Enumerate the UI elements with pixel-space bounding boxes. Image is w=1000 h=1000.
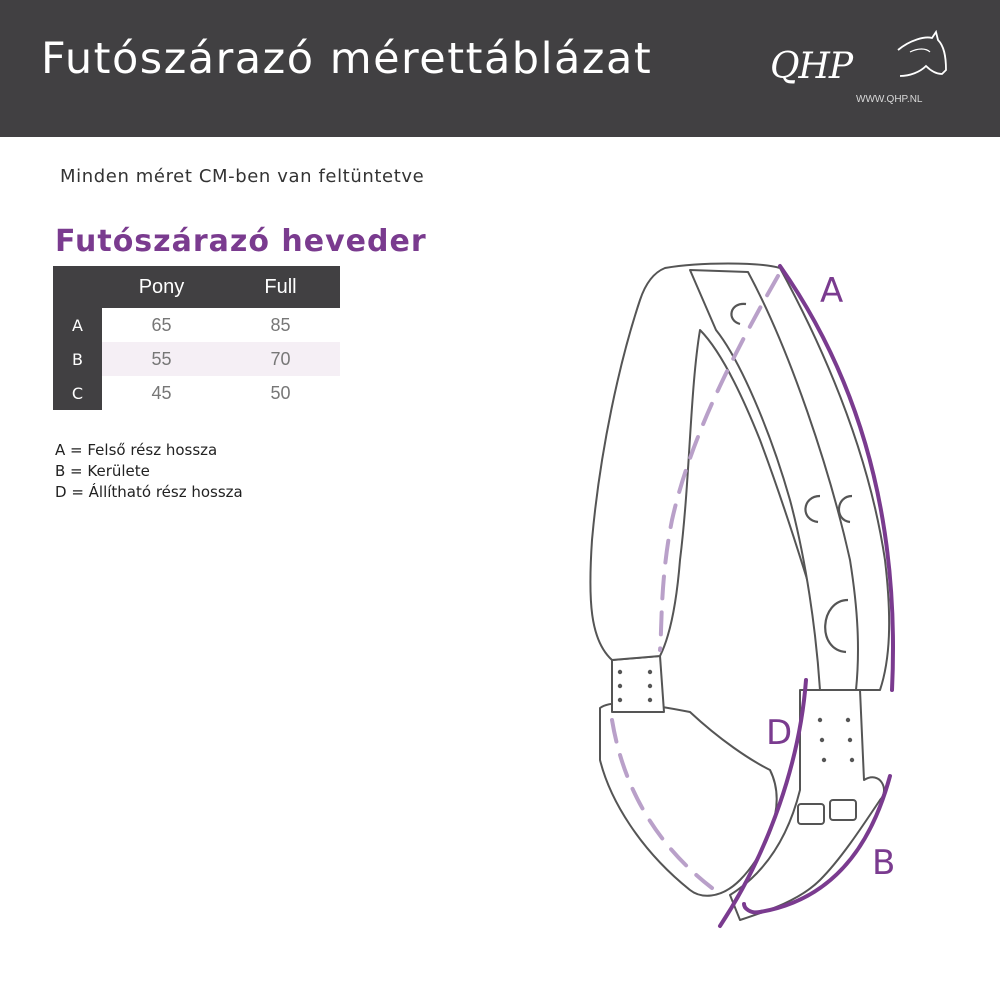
- table-cell: 85: [270, 314, 291, 335]
- label-a: A: [820, 271, 843, 311]
- size-table: Pony Full A 65 85 B 55 70 C 45 50: [53, 266, 340, 410]
- page-title: Futószárazó mérettáblázat: [41, 34, 653, 84]
- table-header-row: Pony Full: [53, 266, 340, 308]
- units-note: Minden méret CM-ben van feltüntetve: [60, 166, 425, 187]
- column-header: Pony: [102, 266, 221, 308]
- table-cell: 55: [102, 342, 221, 376]
- table-cell: 50: [270, 382, 291, 403]
- row-label: C: [53, 376, 102, 410]
- table-row: C 45 50: [53, 376, 340, 410]
- label-d: D: [766, 713, 792, 753]
- d-ring: [837, 494, 853, 524]
- row-label: A: [53, 308, 102, 342]
- label-b: B: [872, 843, 895, 883]
- legend-item: A = Felső rész hossza: [55, 441, 218, 459]
- legend-item: D = Állítható rész hossza: [55, 483, 243, 501]
- qhp-logo: QHP WWW.QHP.NL: [760, 30, 960, 110]
- column-header: Full: [221, 266, 340, 308]
- measure-b-line: [742, 774, 892, 915]
- d-ring: [824, 598, 849, 654]
- d-ring: [730, 302, 747, 326]
- table-cell: 70: [221, 342, 340, 376]
- horse-head-icon: [897, 30, 947, 77]
- logo-url: WWW.QHP.NL: [856, 94, 923, 105]
- section-title: Futószárazó heveder: [55, 224, 427, 259]
- table-cell: 45: [151, 382, 172, 403]
- measure-c-dashed: [610, 274, 780, 890]
- header-bar: Futószárazó mérettáblázat QHP WWW.QHP.NL: [0, 0, 1000, 137]
- measure-a-line: [778, 264, 895, 692]
- lower-fleece-pad: [599, 702, 778, 897]
- table-row: A 65 85: [53, 308, 340, 342]
- buckle: [797, 803, 825, 825]
- buckle: [829, 799, 857, 821]
- legend-item: B = Kerülete: [55, 462, 150, 480]
- legend: A = Felső rész hossza B = Kerülete D = Á…: [55, 440, 243, 503]
- logo-text: QHP: [770, 46, 853, 87]
- girth-diagram: A D B: [589, 262, 895, 928]
- d-ring: [804, 494, 821, 524]
- table-row: B 55 70: [53, 342, 340, 376]
- table-cell: 65: [151, 314, 172, 335]
- row-label: B: [53, 342, 102, 376]
- table-corner-cell: [53, 266, 102, 308]
- measure-d-line: [718, 678, 808, 928]
